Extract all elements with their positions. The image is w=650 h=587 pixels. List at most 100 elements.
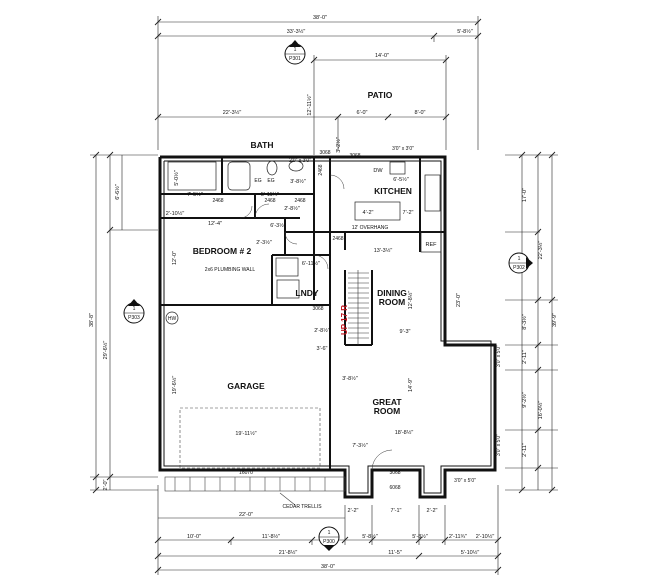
dim-porch-b: 7'-1" — [391, 508, 402, 514]
room-label-great-2: ROOM — [374, 406, 400, 416]
room-label-lndy: LNDY — [295, 288, 318, 298]
window-tag: 3068 — [312, 306, 323, 312]
overhang-note: 12' OVERHANG — [352, 225, 389, 231]
window-tags: 3068 2468 2468 2468 3068 2468 2468 3068 … — [212, 146, 502, 491]
dim-lndy-a: 6'-11½" — [302, 260, 320, 267]
window-tag: 3068 — [319, 150, 330, 156]
dim-hall-b: 12'-4" — [208, 221, 222, 227]
window-tag: 3'0" x 5'0" — [496, 345, 502, 367]
dim-bottom-a: 21'-8½" — [279, 549, 298, 556]
section-marker-right-sheet: P302 — [513, 265, 525, 271]
dim-stair-b: 3'-8½" — [342, 375, 358, 382]
sink — [288, 160, 304, 172]
dim-great-h: 18'-8½" — [395, 429, 414, 436]
section-marker-bottom-sheet: P300 — [323, 539, 335, 545]
dim-kitchen-c: 7'-2" — [403, 210, 414, 216]
dim-right-e: 9'-2½" — [521, 392, 528, 408]
dim-bottom-h: 2'-11¾" — [449, 534, 467, 540]
dim-right-d: 8'-3½" — [521, 314, 528, 330]
dim-porch-c: 2'-2" — [427, 508, 438, 514]
dim-patio-mid-a: 6'-0" — [357, 110, 368, 116]
dim-left-top: 6'-6½" — [114, 184, 121, 200]
dim-hall-c: 2'-8½" — [284, 205, 300, 212]
section-marker-top: 1 P301 — [284, 40, 306, 65]
dim-stair-c: 3'-6" — [317, 346, 328, 352]
window-tag: 2468 — [318, 164, 324, 175]
dim-stair-a: 2'-8½" — [314, 327, 330, 334]
room-label-bedroom: BEDROOM # 2 — [193, 246, 252, 256]
dim-patio-depth: 12'-11½" — [306, 94, 313, 115]
stairway — [348, 270, 369, 345]
room-label-patio: PATIO — [368, 90, 393, 100]
section-marker-top-num: 1 — [294, 47, 297, 53]
interior-walls — [160, 157, 445, 470]
cedar-trellis-note: CEDAR TRELLIS — [282, 504, 322, 510]
window-tag: 3'0" x 5'0" — [496, 434, 502, 456]
refrigerator-tag: REF — [426, 242, 438, 248]
dim-right-c: 16'-0½" — [537, 401, 544, 420]
dim-left-total: 38'-8" — [89, 313, 95, 327]
shower — [167, 161, 217, 191]
dim-bottom-i: 2'-10½" — [476, 533, 495, 540]
window-tag: 3'0" x 5'0" — [454, 478, 476, 484]
window-tag: 2468 — [332, 236, 343, 242]
window-tag: 16070 — [239, 470, 253, 476]
door-swings — [239, 174, 393, 471]
dim-kitchen-v: 3'-2½" — [335, 137, 342, 153]
stair-up-marker: UP 17 R — [340, 305, 349, 335]
dimension-ticks — [92, 18, 556, 574]
dim-bath-c: 3'-8½" — [290, 178, 306, 185]
dim-patio-width: 14'-0" — [375, 53, 389, 59]
dimension-labels: 38'-0" 33'-3½" 5'-8½" 14'-0" 22'-3½" 6'-… — [89, 15, 558, 570]
toilet — [266, 160, 278, 176]
section-marker-left: 1 P303 — [123, 299, 145, 324]
fixtures — [165, 160, 442, 325]
dim-right-a: 22'-3½" — [537, 241, 544, 260]
dishwasher-tag: DW — [373, 168, 383, 174]
dim-top-main: 33'-3½" — [287, 28, 306, 35]
section-marker-bottom: 1 P300 — [318, 526, 340, 551]
dim-right-total: 39'-9" — [552, 313, 558, 327]
dim-garage-h: 19'-11½" — [235, 430, 256, 437]
room-label-kitchen: KITCHEN — [374, 186, 412, 196]
egress-tag-2: EG — [267, 178, 274, 184]
dim-great-low: 7'-3½" — [352, 442, 368, 449]
window-tag: 2'0" x 3'0" — [289, 158, 311, 164]
room-label-dining-1: DINING — [377, 288, 407, 298]
dryer — [276, 279, 300, 299]
window-tag: 2468 — [294, 198, 305, 204]
dim-bottom-f: 5'-8½" — [362, 533, 378, 540]
dim-right-b: 17'-0" — [522, 188, 528, 202]
dim-patio-mid-b: 8'-0" — [415, 110, 426, 116]
dim-great-v: 14'-9" — [408, 378, 414, 392]
dim-bottom-trellis: 22'-0" — [239, 512, 253, 518]
dim-dining-h: 9'-3" — [400, 329, 411, 335]
exterior-walls — [158, 155, 497, 499]
section-marker-left-num: 1 — [133, 306, 136, 312]
dim-top-right: 5'-8½" — [457, 28, 473, 35]
dim-patio-left: 22'-3½" — [223, 109, 242, 116]
window-tag: 2468 — [212, 198, 223, 204]
section-marker-bottom-num: 1 — [328, 530, 331, 536]
section-marker-right: 1 P302 — [508, 252, 533, 274]
refrigerator — [420, 231, 442, 253]
dim-bottom-b: 11'-5" — [388, 550, 402, 556]
dim-right-g: 2'-11" — [522, 443, 528, 457]
window-tag: 3068 — [389, 470, 400, 476]
dim-dining-v: 12'-8½" — [407, 291, 414, 310]
room-label-bath: BATH — [251, 140, 274, 150]
dim-bath-a: 7'-5½" — [187, 191, 203, 198]
window-tag: 3068 — [349, 153, 360, 159]
dim-left-bot: 2'-0" — [103, 479, 109, 490]
range — [424, 174, 441, 212]
dimension-lines — [90, 16, 558, 575]
window-tag: 3'0" x 3'0" — [392, 146, 414, 152]
dim-bottom-c: 5'-10½" — [461, 549, 480, 556]
dim-bedroom-v: 12'-0" — [172, 251, 178, 265]
dim-porch-a: 2'-2" — [348, 508, 359, 514]
kitchen-sink — [389, 161, 406, 175]
dim-bath-v: 5'-0½" — [173, 170, 180, 186]
kitchen-island — [354, 201, 401, 221]
dim-right-f: 2'-11" — [522, 350, 528, 364]
